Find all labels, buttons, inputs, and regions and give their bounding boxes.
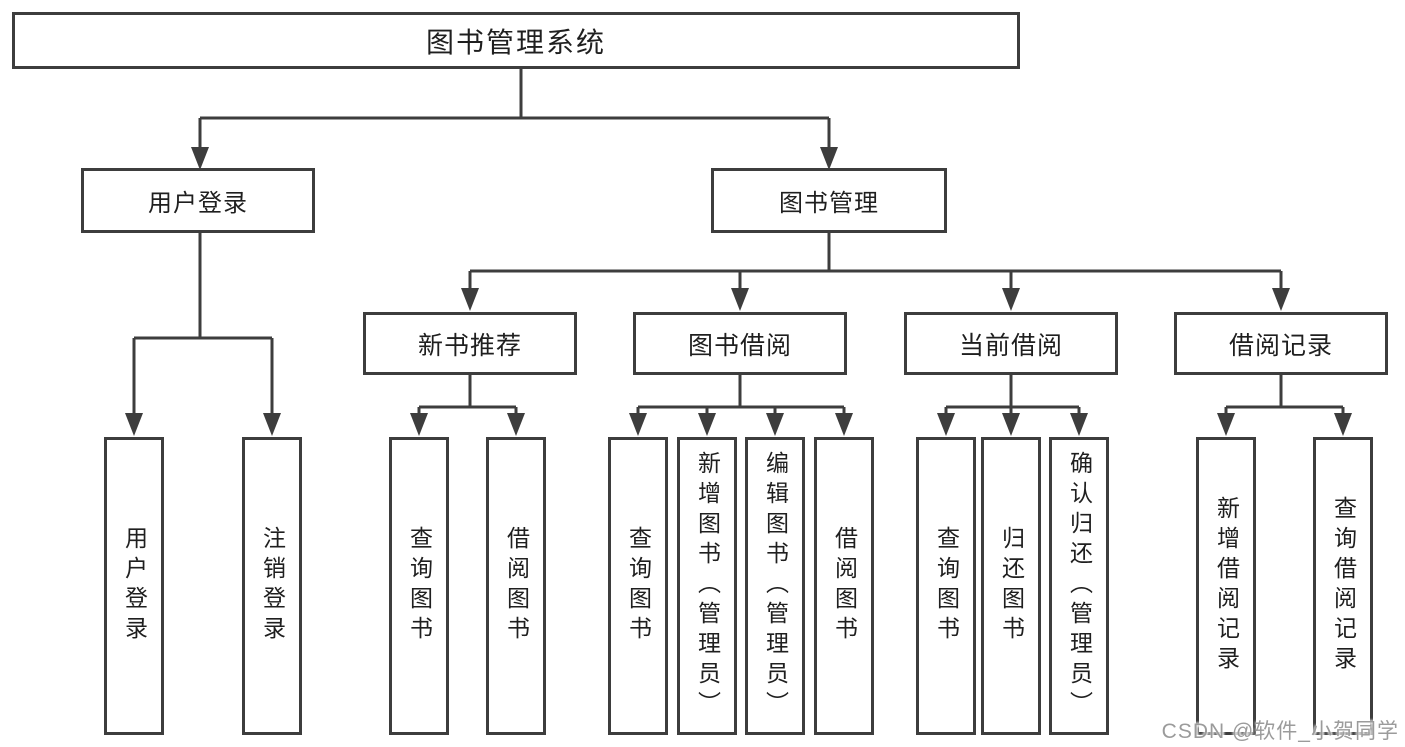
node-label: 借阅图书 (503, 526, 530, 646)
node-user-login: 用户登录 (81, 168, 315, 233)
node-label: 借阅图书 (831, 526, 858, 646)
leaf-query-books-3: 查询图书 (916, 437, 976, 735)
node-current-borrow: 当前借阅 (904, 312, 1118, 375)
arrowhead (820, 147, 838, 170)
leaf-query-books-2: 查询图书 (608, 437, 668, 735)
connector-bookborrow-to-leaves (636, 375, 846, 416)
connector-currentborrow-to-leaves (944, 375, 1081, 416)
arrowhead (1272, 288, 1290, 311)
node-label: 查询借阅记录 (1330, 496, 1357, 676)
leaf-query-borrow-record: 查询借阅记录 (1313, 437, 1373, 735)
node-label: 确认归还（管理员） (1066, 451, 1093, 721)
node-label: 借阅记录 (1228, 331, 1333, 360)
node-label: 用户登录 (121, 526, 148, 646)
node-label: 用户登录 (148, 190, 248, 217)
node-label: 查询图书 (625, 526, 652, 646)
arrowhead (507, 413, 525, 436)
leaf-borrow-books-2: 借阅图书 (814, 437, 874, 735)
arrowhead (125, 413, 143, 436)
arrowhead (1002, 413, 1020, 436)
arrowhead (191, 147, 209, 170)
node-label: 编辑图书（管理员） (762, 451, 789, 721)
node-label: 新增借阅记录 (1213, 496, 1240, 676)
arrowhead (263, 413, 281, 436)
arrowhead (835, 413, 853, 436)
connector-bookmgmt-to-level3 (468, 233, 1283, 291)
node-borrow-record: 借阅记录 (1174, 312, 1388, 375)
arrowhead (1002, 288, 1020, 311)
node-label: 图书借阅 (687, 331, 792, 360)
node-book-management: 图书管理 (711, 168, 947, 233)
node-book-borrow: 图书借阅 (633, 312, 847, 375)
connector-userlogin-to-leaves (132, 233, 274, 416)
arrowhead (731, 288, 749, 311)
csdn-watermark: CSDN @软件_小贺同学 (1161, 720, 1399, 743)
connector-newbook-to-leaves (417, 375, 518, 416)
leaf-add-book-admin: 新增图书（管理员） (677, 437, 737, 735)
arrowhead (410, 413, 428, 436)
node-label: 归还图书 (998, 526, 1025, 646)
node-library-management-system: 图书管理系统 (12, 12, 1020, 69)
leaf-borrow-books-1: 借阅图书 (486, 437, 546, 735)
leaf-return-books: 归还图书 (981, 437, 1041, 735)
node-label: 图书管理系统 (425, 26, 606, 58)
leaf-add-borrow-record: 新增借阅记录 (1196, 437, 1256, 735)
leaf-query-books-1: 查询图书 (389, 437, 449, 735)
arrowhead (698, 413, 716, 436)
node-label: 新书推荐 (417, 331, 522, 360)
arrowhead (461, 288, 479, 311)
node-label: 图书管理 (779, 190, 879, 217)
leaf-edit-book-admin: 编辑图书（管理员） (745, 437, 805, 735)
leaf-logout-login: 注销登录 (242, 437, 302, 735)
arrowhead (766, 413, 784, 436)
node-label: 查询图书 (406, 526, 433, 646)
arrowhead (629, 413, 647, 436)
arrowhead (1334, 413, 1352, 436)
leaf-confirm-return-admin: 确认归还（管理员） (1049, 437, 1109, 735)
connector-root-to-level2 (198, 69, 831, 150)
arrowhead (937, 413, 955, 436)
node-label: 注销登录 (259, 526, 286, 646)
node-label: 查询图书 (933, 526, 960, 646)
arrowhead (1070, 413, 1088, 436)
node-new-book-recommend: 新书推荐 (363, 312, 577, 375)
node-label: 当前借阅 (958, 331, 1063, 360)
leaf-user-login: 用户登录 (104, 437, 164, 735)
connector-borrowrecord-to-leaves (1224, 375, 1345, 416)
node-label: 新增图书（管理员） (694, 451, 721, 721)
arrowheads (125, 147, 1352, 436)
arrowhead (1217, 413, 1235, 436)
